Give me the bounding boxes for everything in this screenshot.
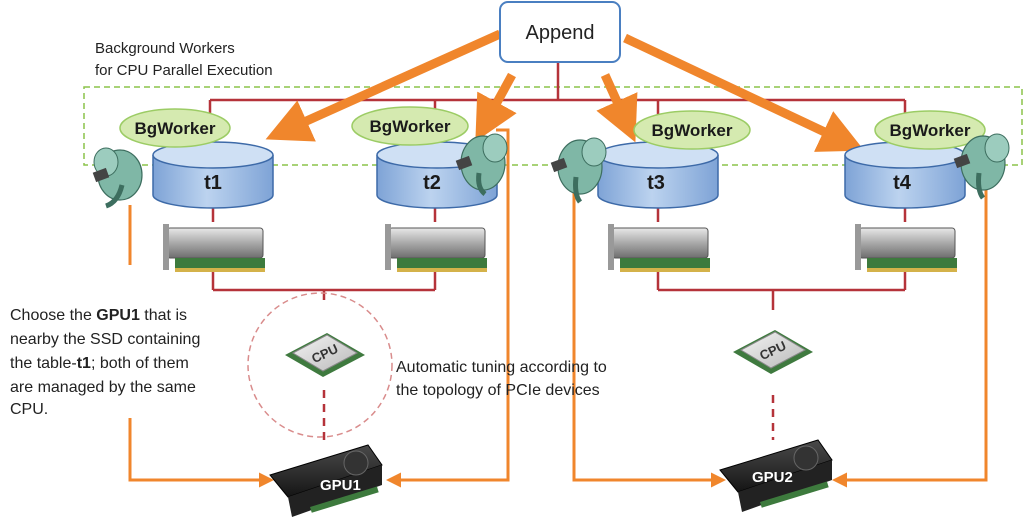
- choose-note-line-5: CPU.: [10, 401, 48, 418]
- choose-note-line-2: nearby the SSD containing: [10, 331, 200, 348]
- gpu-label: GPU1: [320, 477, 361, 494]
- append-box: [499, 1, 621, 63]
- choose-note-line-4: are managed by the same: [10, 379, 196, 396]
- table-label: t4: [893, 172, 912, 194]
- cpu-chip-icon: CPU: [733, 330, 813, 374]
- elephant-mascot-icon: [455, 133, 508, 196]
- table-label: t3: [647, 172, 665, 194]
- tuning-note-line-1: Automatic tuning according to: [396, 359, 607, 376]
- append-node: Append: [499, 1, 621, 63]
- table-label: t2: [423, 172, 441, 194]
- gpu-label: GPU2: [752, 469, 793, 486]
- bgworker-label: BgWorker: [890, 121, 971, 140]
- tuning-note-line-2: the topology of PCIe devices: [396, 382, 600, 399]
- bgworker-3: BgWorker: [633, 110, 751, 150]
- group-caption-line-2: for CPU Parallel Execution: [95, 62, 273, 79]
- elephant-mascot-icon: [92, 147, 143, 209]
- gpu-card-icon: GPU1: [269, 444, 383, 517]
- ssd-card-icon: [855, 224, 957, 272]
- bgworker-label: BgWorker: [370, 117, 451, 136]
- table-t3: t3: [597, 141, 719, 209]
- append-label: Append: [526, 22, 595, 44]
- elephant-mascot-icon: [550, 137, 607, 204]
- choose-note-line-1: Choose the GPU1 that is: [10, 307, 187, 324]
- bgworker-4: BgWorker: [874, 110, 986, 150]
- choose-gpu-note: Choose the GPU1 that is nearby the SSD c…: [10, 307, 200, 418]
- ssd-card-icon: [163, 224, 265, 272]
- bgworker-1: BgWorker: [119, 108, 231, 148]
- ssd-card-icon: [608, 224, 710, 272]
- table-label: t1: [204, 172, 222, 194]
- table-t4: t4: [844, 141, 966, 209]
- elephant-mascot-icon: [953, 133, 1010, 200]
- append-bus-lines: [208, 63, 907, 150]
- bgworker-label: BgWorker: [652, 121, 733, 140]
- bgworker-label: BgWorker: [135, 119, 216, 138]
- group-caption-line-1: Background Workers: [95, 40, 235, 57]
- tuning-highlight-circle: [247, 292, 393, 438]
- append-dispatch-arrows: [265, 29, 865, 152]
- choose-note-line-3: the table-t1; both of them: [10, 355, 189, 372]
- ssd-card-icon: [385, 224, 487, 272]
- data-path-arrows: [128, 128, 988, 488]
- cpu-chip-icon: CPU: [285, 333, 365, 377]
- pcie-bus-lines: [211, 206, 907, 310]
- cpu-gpu-links: [322, 390, 775, 445]
- gpu-card-icon: GPU2: [719, 439, 833, 512]
- table-t1: t1: [152, 141, 274, 209]
- bgworker-2: BgWorker: [351, 106, 469, 146]
